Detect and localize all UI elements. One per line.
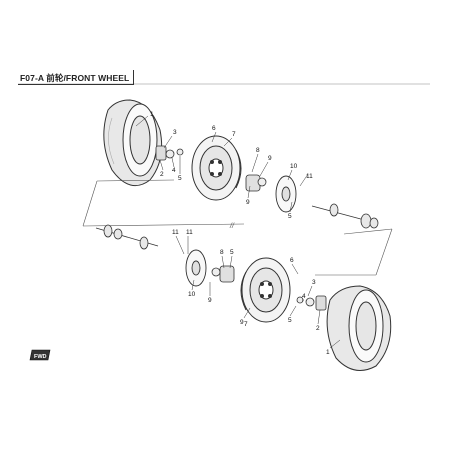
- front-tire-bottom: [326, 285, 392, 371]
- callout-top-3: 3: [173, 129, 177, 136]
- callout-top-4: 4: [172, 167, 176, 174]
- callout-top-2: 2: [160, 171, 164, 178]
- callout-bottom-11a: 11: [172, 229, 179, 236]
- callout-bottom-3: 3: [312, 279, 316, 286]
- callout-bottom-4: 4: [302, 293, 306, 300]
- callout-top-7: 7: [232, 131, 236, 138]
- callout-bottom-8: 8: [220, 249, 224, 256]
- fwd-badge-label: FWD: [34, 354, 47, 360]
- hub-assembly-top: [245, 174, 267, 192]
- callout-bottom-5a: 5: [230, 249, 234, 256]
- assembly-divider-frame: //: [82, 179, 393, 276]
- hub-assembly-bottom: [211, 265, 235, 283]
- fwd-direction-badge: FWD: [29, 349, 51, 361]
- wheel-rim-top: [191, 135, 242, 201]
- leader-lines: [135, 115, 341, 349]
- callout-top-5: 5: [178, 175, 182, 182]
- callout-bottom-10: 10: [188, 291, 196, 298]
- callout-bottom-6: 6: [290, 257, 294, 264]
- callout-top-5b: 5: [288, 213, 292, 220]
- callout-top-11: 11: [306, 173, 313, 180]
- callout-labels: 1 3 2 4 6 7 5 8 9 10 11 9 5 11 11 10 9 8…: [150, 111, 330, 356]
- callout-bottom-11b: 11: [186, 229, 193, 236]
- callout-bottom-5b: 5: [288, 317, 292, 324]
- front-tire-top: [103, 99, 163, 187]
- callout-top-8: 8: [256, 147, 260, 154]
- callout-bottom-7: 7: [244, 321, 248, 328]
- brake-disc-top: [275, 175, 297, 213]
- callout-top-6: 6: [212, 125, 216, 132]
- callout-bottom-9b: 9: [240, 319, 244, 326]
- callout-bottom-9a: 9: [208, 297, 212, 304]
- wheel-hub-top: [155, 145, 184, 161]
- drive-shaft-bottom: [95, 224, 159, 250]
- callout-bottom-2: 2: [316, 325, 320, 332]
- callout-top-9: 9: [268, 155, 272, 162]
- drive-shaft-top: [311, 203, 379, 229]
- page-title: F07-A 前轮/FRONT WHEEL: [20, 73, 130, 83]
- title-frame: [18, 70, 134, 85]
- callout-top-1: 1: [150, 111, 154, 118]
- svg-text://: //: [229, 223, 235, 230]
- wheel-rim-bottom: [240, 257, 291, 323]
- callout-top-10: 10: [290, 163, 298, 170]
- wheel-hub-bottom: [296, 295, 327, 311]
- callout-bottom-1: 1: [326, 349, 330, 356]
- brake-disc-bottom: [185, 249, 207, 287]
- callout-top-9b: 9: [246, 199, 250, 206]
